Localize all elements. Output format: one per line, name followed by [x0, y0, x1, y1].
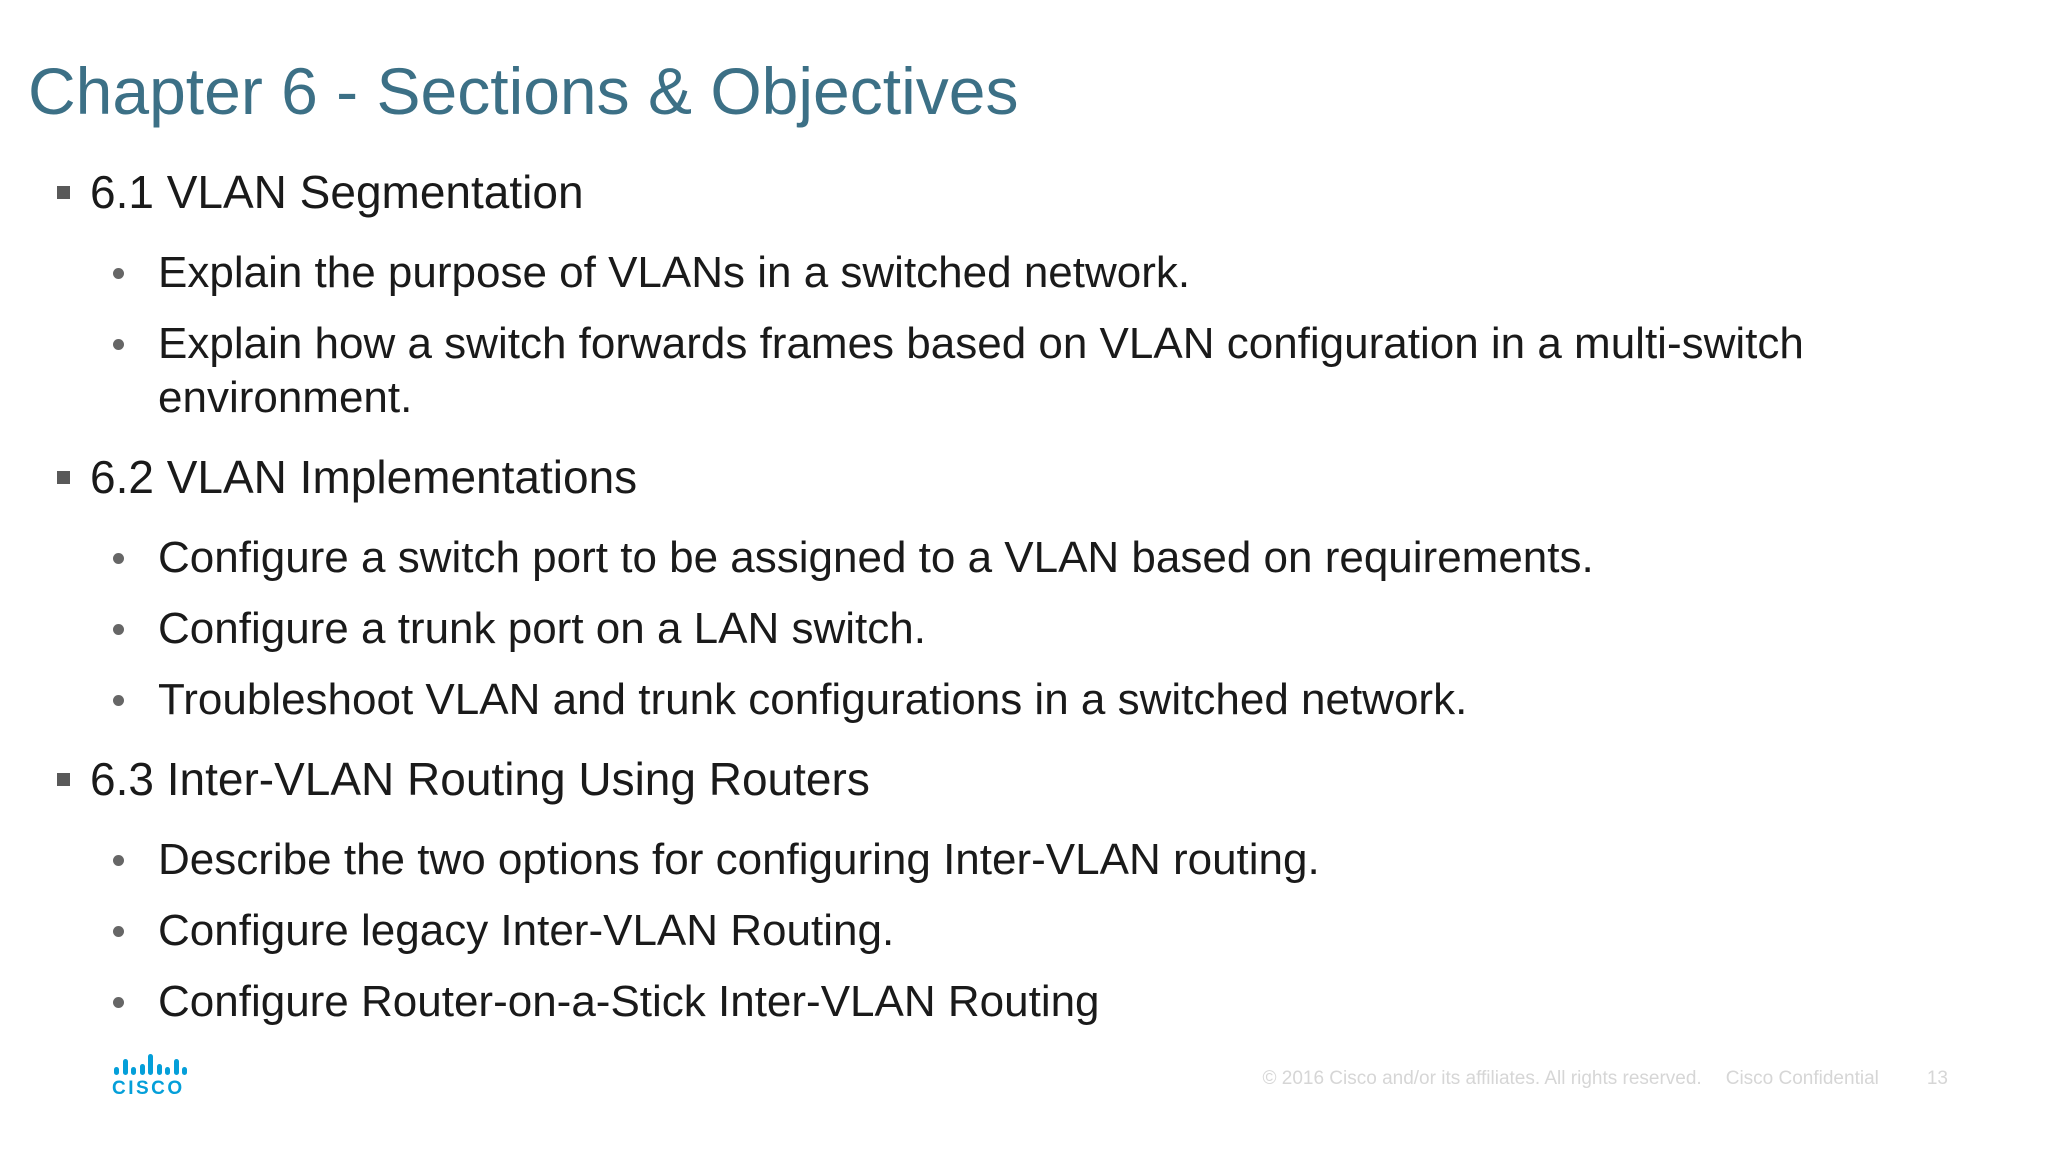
copyright-text: © 2016 Cisco and/or its affiliates. All …: [1262, 1068, 1702, 1089]
objective-item: Configure Router-on-a-Stick Inter-VLAN R…: [0, 975, 1920, 1029]
objective-text: Describe the two options for configuring…: [158, 835, 1320, 885]
objective-text: Configure a switch port to be assigned t…: [158, 533, 1594, 583]
section-heading: 6.2 VLAN Implementations: [0, 451, 2048, 503]
bullet-dot-icon: [113, 268, 124, 280]
objective-text: Troubleshoot VLAN and trunk configuratio…: [158, 675, 1468, 725]
slide-body: 6.1 VLAN Segmentation Explain the purpos…: [0, 166, 2048, 1029]
objective-item: Explain how a switch forwards frames bas…: [0, 317, 1920, 425]
objective-item: Explain the purpose of VLANs in a switch…: [0, 246, 1920, 300]
objective-item: Describe the two options for configuring…: [0, 833, 1920, 887]
section-heading: 6.1 VLAN Segmentation: [0, 166, 2048, 218]
cisco-logo: CISCO: [112, 1054, 202, 1100]
objective-text: Explain how a switch forwards frames bas…: [158, 319, 1804, 423]
objective-item: Troubleshoot VLAN and trunk configuratio…: [0, 673, 1920, 727]
bullet-dot-icon: [113, 553, 124, 565]
objective-item: Configure a switch port to be assigned t…: [0, 531, 1920, 585]
section-heading-text: 6.2 VLAN Implementations: [90, 451, 638, 504]
cisco-logo-wordmark: CISCO: [112, 1078, 185, 1099]
bullet-dot-icon: [113, 997, 124, 1009]
bullet-square-icon: [57, 471, 70, 485]
section-heading-text: 6.1 VLAN Segmentation: [90, 166, 584, 219]
objective-item: Configure a trunk port on a LAN switch.: [0, 602, 1920, 656]
objective-text: Configure legacy Inter-VLAN Routing.: [158, 906, 895, 956]
page-number: 13: [1926, 1068, 1948, 1089]
section-heading: 6.3 Inter-VLAN Routing Using Routers: [0, 753, 2048, 805]
objective-text: Configure Router-on-a-Stick Inter-VLAN R…: [158, 977, 1100, 1027]
bullet-dot-icon: [113, 624, 124, 636]
confidential-label: Cisco Confidential: [1725, 1068, 1879, 1089]
slide-footer: © 2016 Cisco and/or its affiliates. All …: [1262, 1068, 1948, 1090]
objective-text: Explain the purpose of VLANs in a switch…: [158, 248, 1191, 298]
bullet-dot-icon: [113, 926, 124, 938]
bullet-dot-icon: [113, 339, 124, 351]
section-heading-text: 6.3 Inter-VLAN Routing Using Routers: [90, 753, 870, 806]
bullet-square-icon: [57, 773, 70, 787]
page-title: Chapter 6 - Sections & Objectives: [28, 54, 1019, 128]
objective-text: Configure a trunk port on a LAN switch.: [158, 604, 926, 654]
bullet-square-icon: [57, 186, 70, 200]
objective-item: Configure legacy Inter-VLAN Routing.: [0, 904, 1920, 958]
cisco-logo-bars-icon: [114, 1054, 187, 1075]
bullet-dot-icon: [113, 695, 124, 707]
bullet-dot-icon: [113, 855, 124, 867]
